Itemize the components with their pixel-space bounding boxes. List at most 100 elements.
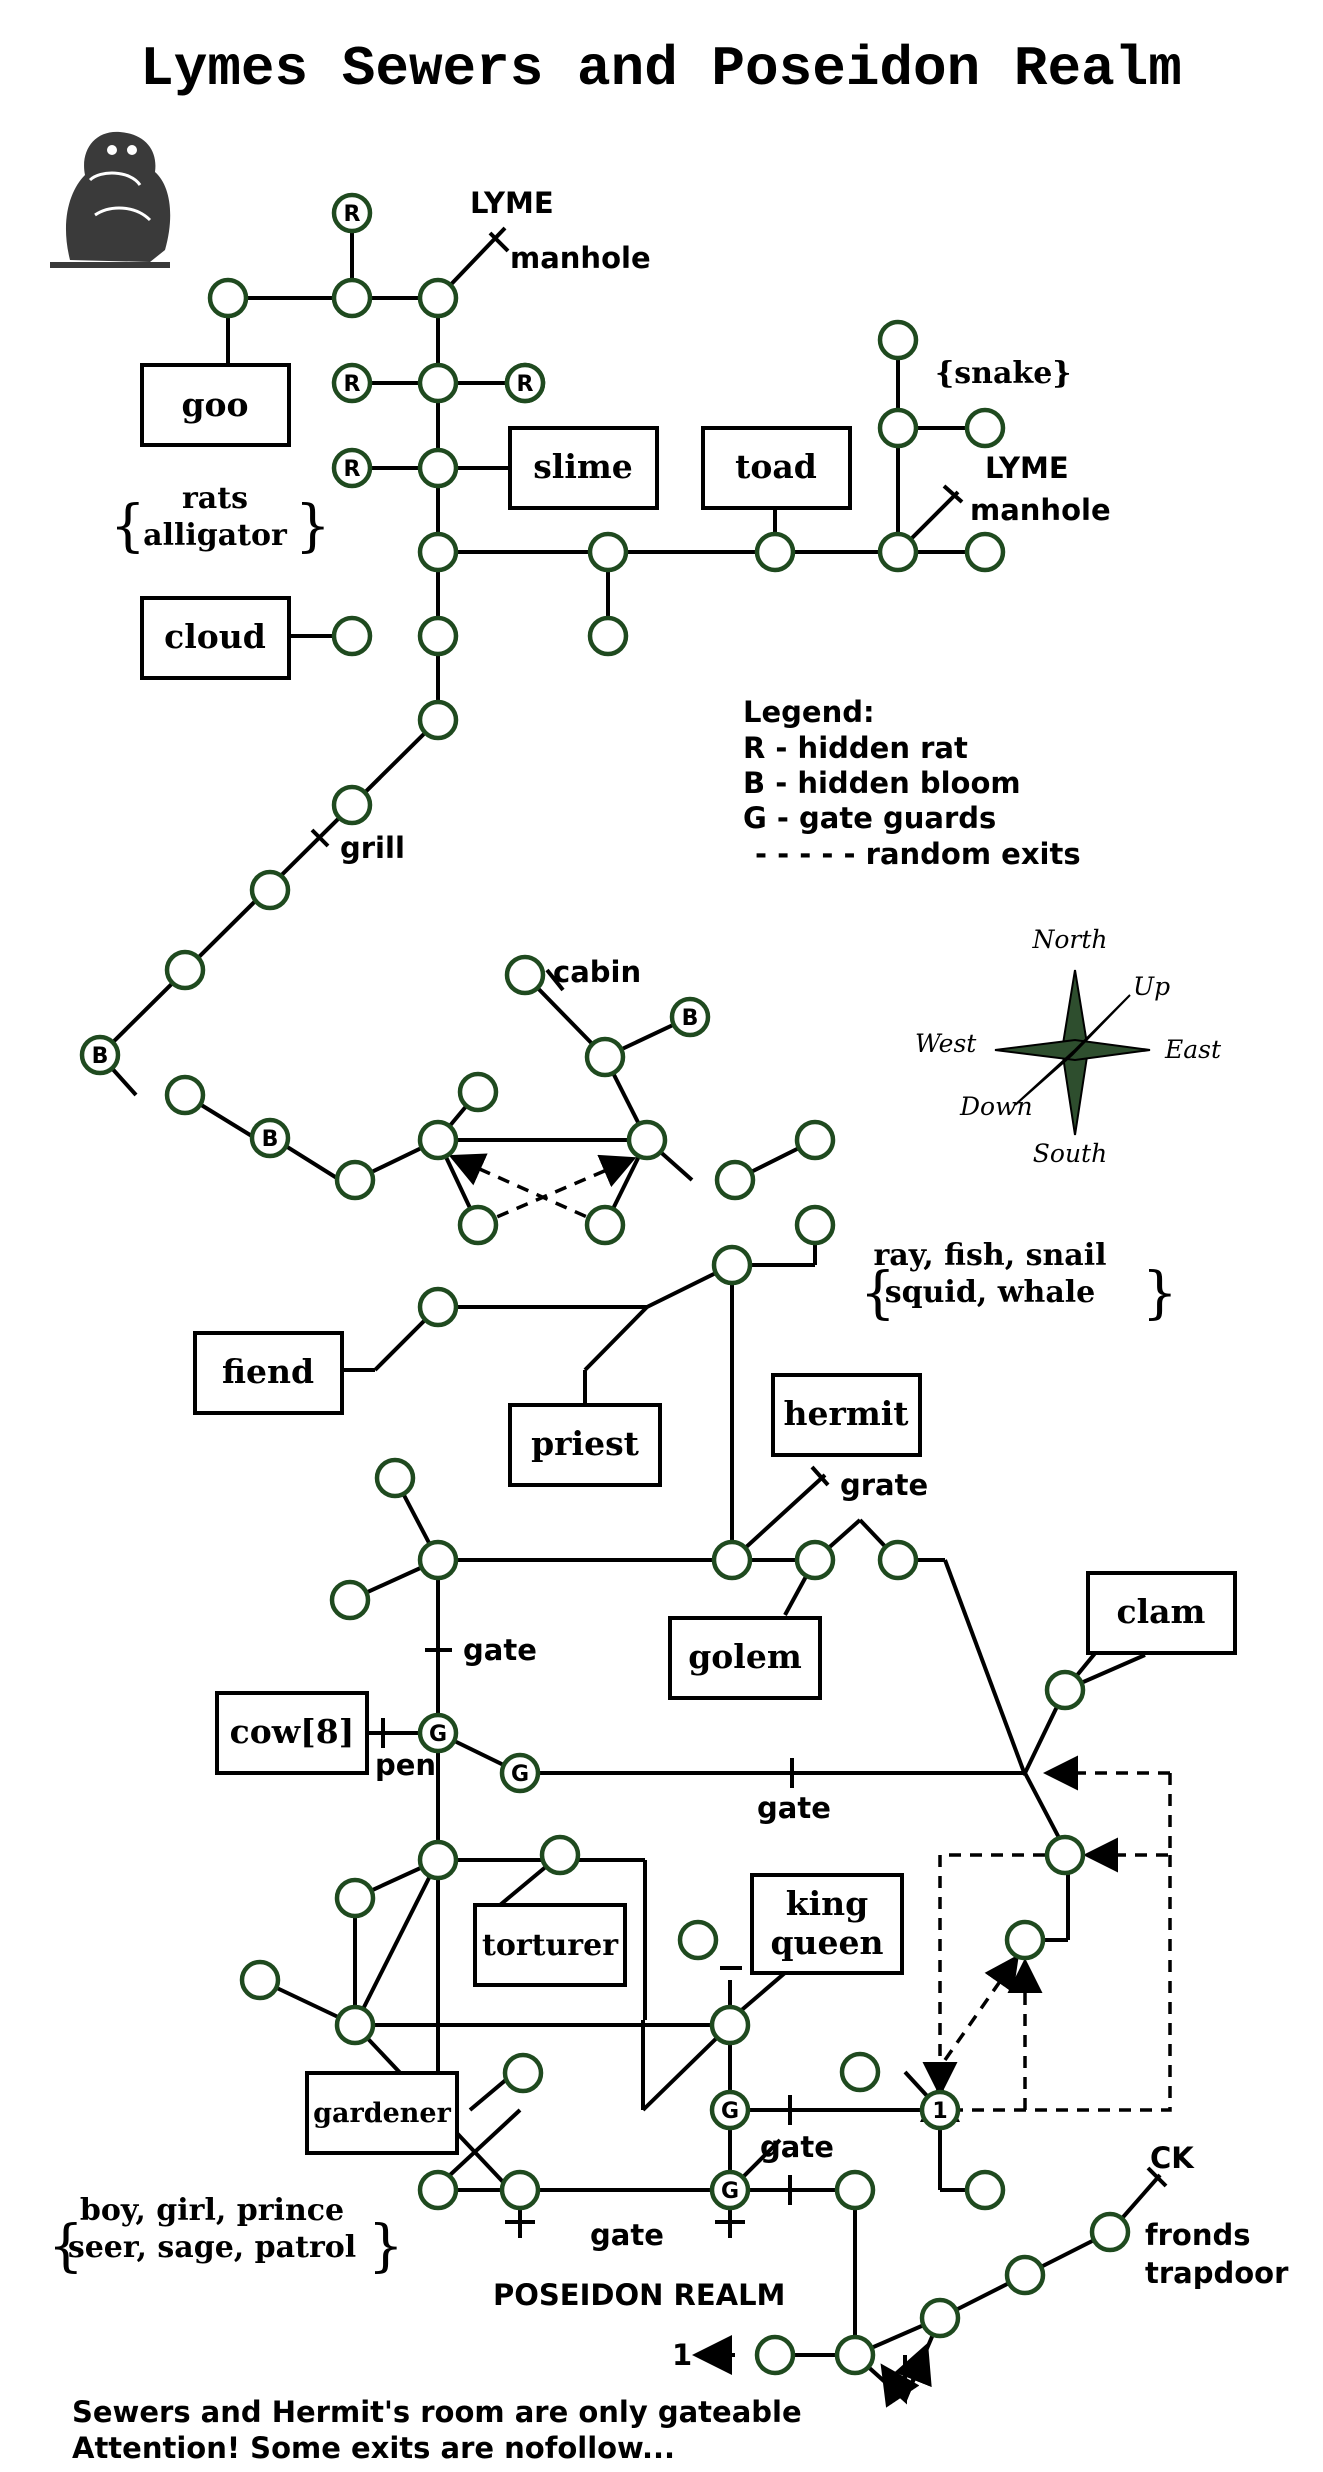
hidden-bloom-node-letter: B xyxy=(682,1006,699,1031)
sea-line-1: ray, fish, snail xyxy=(873,1238,1106,1273)
compass-east: East xyxy=(1164,1035,1222,1064)
people-line-1: boy, girl, prince xyxy=(80,2193,344,2228)
room-node xyxy=(331,784,373,826)
cow-label: cow[8] xyxy=(230,1712,355,1751)
hidden-rat-node: R xyxy=(331,362,373,404)
gate-guard-node: G xyxy=(709,2089,751,2131)
footer-notes: Sewers and Hermit's room are only gateab… xyxy=(72,2395,802,2465)
hidden-rat-node-letter: R xyxy=(344,372,361,397)
hidden-bloom-node: B xyxy=(669,996,711,1038)
gate-guard-node-letter: G xyxy=(721,2099,739,2124)
goo-box xyxy=(140,363,291,447)
room-node xyxy=(1004,2254,1046,2296)
exit-one-node: 1 xyxy=(919,2089,961,2131)
pen-label: pen xyxy=(375,1748,436,1782)
room-node xyxy=(417,531,459,573)
map-title: Lymes Sewers and Poseidon Realm xyxy=(140,37,1182,101)
room-node xyxy=(334,1159,376,1201)
room-node xyxy=(709,2004,751,2046)
exit-one-label: 1 xyxy=(672,2338,692,2372)
footer-line-2: Attention! Some exits are nofollow... xyxy=(72,2431,675,2465)
room-node xyxy=(794,1119,836,1161)
footer-line-1: Sewers and Hermit's room are only gateab… xyxy=(72,2395,802,2429)
room-node xyxy=(1044,1669,1086,1711)
hermit-label: hermit xyxy=(783,1394,909,1433)
room-node xyxy=(1089,2211,1131,2253)
legend-item-bloom: B - hidden bloom xyxy=(743,766,1021,800)
cabin-label: cabin xyxy=(553,955,641,989)
gate-guard-node: G xyxy=(499,1752,541,1794)
room-node xyxy=(677,1919,719,1961)
gate-label-2: gate xyxy=(757,1791,831,1825)
compass-updown-needle xyxy=(1014,994,1131,1106)
gate-label-4: gate xyxy=(590,2218,664,2252)
room-node xyxy=(207,277,249,319)
cloud-label: cloud xyxy=(164,617,266,656)
manhole-label-2: manhole xyxy=(970,493,1111,527)
poseidon-realm-label: POSEIDON REALM xyxy=(493,2278,785,2312)
room-node xyxy=(1044,1834,1086,1876)
compass-south: South xyxy=(1033,1139,1107,1168)
room-node xyxy=(877,407,919,449)
room-node xyxy=(331,615,373,657)
room-node xyxy=(331,277,373,319)
priest-box xyxy=(508,1403,662,1487)
rats-line-1: rats xyxy=(182,481,248,516)
people-brace-right: } xyxy=(368,2214,404,2279)
grill-label: grill xyxy=(340,831,405,865)
room-node xyxy=(417,447,459,489)
cloud-box xyxy=(140,596,291,680)
gardener-box xyxy=(305,2071,459,2155)
legend: Legend: R - hidden rat B - hidden bloom … xyxy=(743,695,1081,871)
room-node xyxy=(834,2334,876,2376)
room-node xyxy=(164,949,206,991)
torturer-label: torturer xyxy=(482,1928,619,1963)
golem-label: golem xyxy=(688,1637,802,1676)
room-node xyxy=(711,1244,753,1286)
hidden-rat-node: R xyxy=(504,362,546,404)
hidden-bloom-node: B xyxy=(79,1034,121,1076)
gate-guard-node: G xyxy=(709,2169,751,2211)
room-node xyxy=(499,2169,541,2211)
room-node xyxy=(417,2169,459,2211)
torturer-box xyxy=(473,1903,627,1987)
compass-north: North xyxy=(1031,925,1107,954)
king-label: king xyxy=(786,1884,868,1923)
clam-box xyxy=(1086,1571,1237,1655)
room-node xyxy=(539,1834,581,1876)
room-node xyxy=(626,1119,668,1161)
people-brace-left: { xyxy=(48,2214,84,2279)
people-line-2: seer, sage, patrol xyxy=(68,2230,356,2265)
hidden-rat-node: R xyxy=(331,447,373,489)
slime-label: slime xyxy=(533,447,633,486)
ck-label: CK xyxy=(1150,2141,1195,2175)
room-node xyxy=(457,1204,499,1246)
manhole-label-1: manhole xyxy=(510,241,651,275)
gate-label-3: gate xyxy=(760,2130,834,2164)
gate-guard-node-letter: G xyxy=(429,1722,447,1747)
legend-item-guard: G - gate guards xyxy=(743,801,996,835)
room-node xyxy=(504,954,546,996)
room-node xyxy=(417,1839,459,1881)
hidden-rat-node-letter: R xyxy=(344,457,361,482)
room-node xyxy=(417,362,459,404)
troll-illustration xyxy=(44,118,174,268)
lyme-label-1: LYME xyxy=(470,186,554,220)
goo-label: goo xyxy=(181,385,248,424)
hidden-bloom-node: B xyxy=(249,1117,291,1159)
room-node xyxy=(834,2169,876,2211)
room-node xyxy=(329,1579,371,1621)
room-node xyxy=(334,1877,376,1919)
room-node xyxy=(794,1204,836,1246)
rats-brace-left: { xyxy=(110,494,146,559)
sea-line-2: squid, whale xyxy=(885,1275,1096,1310)
room-node xyxy=(457,1071,499,1113)
room-node xyxy=(239,1959,281,2001)
compass-west: West xyxy=(915,1029,977,1058)
rats-brace-right: } xyxy=(295,494,331,559)
room-node xyxy=(877,319,919,361)
golem-box xyxy=(668,1616,822,1700)
hidden-bloom-node-letter: B xyxy=(92,1044,109,1069)
priest-label: priest xyxy=(531,1424,640,1463)
